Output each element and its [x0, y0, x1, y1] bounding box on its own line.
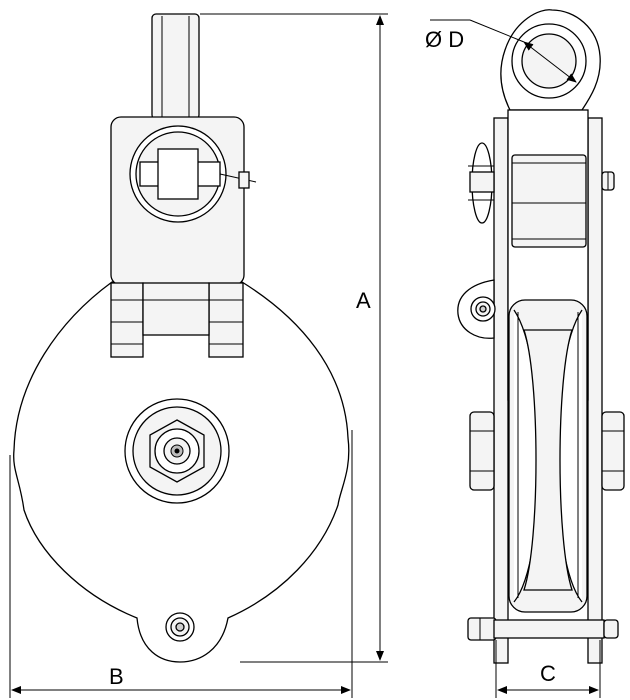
dimension-a-label: A	[356, 288, 371, 313]
dimension-d-line	[523, 41, 577, 83]
side-top-eye	[500, 9, 601, 111]
side-right-pin	[601, 171, 615, 191]
dimension-lines	[9, 13, 601, 698]
dimension-d-label: Ø D	[425, 27, 465, 52]
side-axle-bolt	[469, 411, 625, 491]
front-bottom-lug	[165, 612, 195, 642]
front-top-pin	[151, 13, 200, 120]
front-center-hub	[124, 398, 230, 504]
side-keeper-pin	[468, 142, 495, 224]
side-sheave-wheel	[508, 299, 588, 613]
dimension-c-label: C	[540, 661, 556, 686]
front-swivel-window	[129, 125, 257, 223]
dimension-b-label: B	[109, 664, 124, 689]
side-view	[457, 9, 625, 664]
side-right-plate	[587, 117, 603, 664]
front-view	[13, 13, 350, 663]
side-bottom-bolt	[467, 617, 619, 641]
side-left-plate	[493, 117, 509, 664]
side-lug	[457, 279, 496, 339]
side-swivel-block	[511, 154, 587, 248]
front-hinge	[110, 282, 244, 358]
